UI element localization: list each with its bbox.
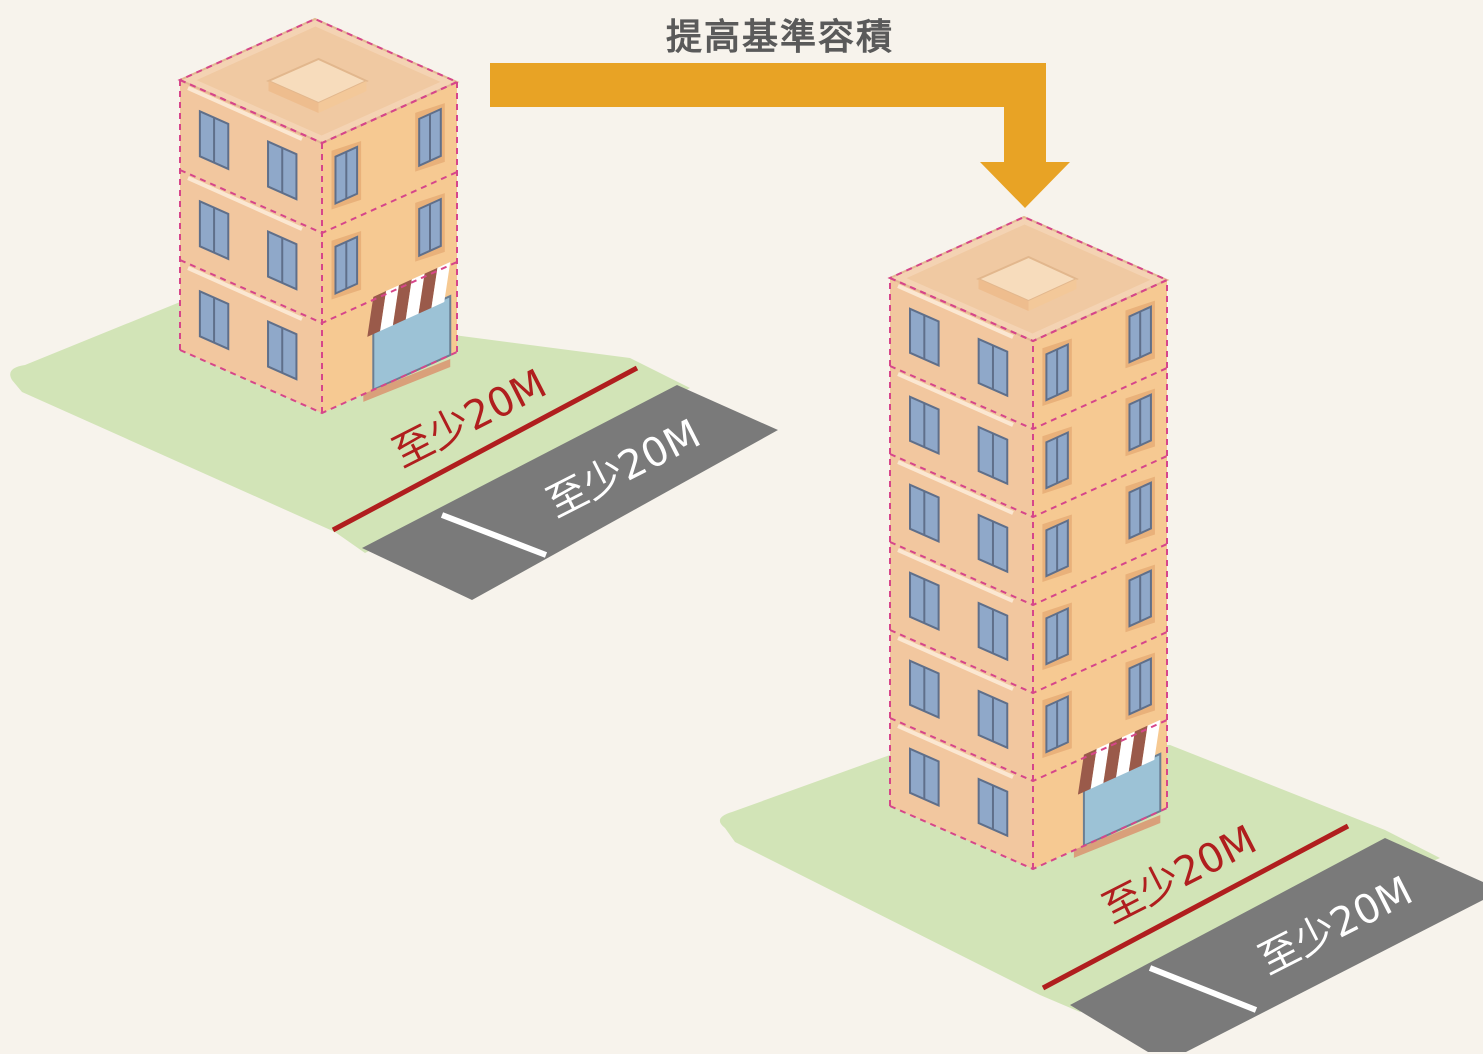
awning-stripe	[418, 267, 438, 314]
awning-stripe	[380, 285, 399, 332]
awning-stripe	[1090, 743, 1110, 789]
facade-band	[187, 86, 303, 141]
building-before	[177, 17, 460, 415]
facade-band	[897, 548, 1014, 603]
floor-outline	[889, 541, 1168, 607]
facade-band	[897, 372, 1014, 427]
before-scene: 至少20M 至少20M	[10, 17, 778, 600]
roof-structure-side	[978, 279, 1029, 311]
site-lot	[719, 745, 1440, 1012]
building-after	[887, 215, 1170, 871]
awning-stripe	[1103, 737, 1123, 784]
floor-outline	[179, 79, 458, 145]
road-lane-marking	[440, 512, 548, 558]
road	[362, 385, 778, 600]
awning-stripe	[1116, 731, 1135, 778]
road	[1070, 838, 1483, 1052]
awning-stripe	[367, 291, 387, 337]
arrow-icon	[490, 63, 1070, 208]
road-lane-marking	[1148, 965, 1258, 1013]
roof-structure-side	[268, 81, 319, 113]
facade-band	[897, 284, 1014, 339]
after-scene: 至少20M 至少20M	[719, 215, 1483, 1052]
facade-band	[187, 266, 303, 321]
floor-outline	[889, 629, 1168, 695]
doorstep	[1073, 815, 1161, 858]
facade-band	[187, 176, 303, 231]
roof-structure-side	[1028, 279, 1077, 311]
awning-stripe	[1077, 748, 1097, 795]
facade-band	[897, 636, 1014, 691]
site-lot	[10, 300, 691, 553]
awning-stripe	[392, 279, 412, 326]
doorstep	[363, 359, 451, 402]
frontage-line	[331, 365, 639, 533]
floor-outline	[889, 805, 1168, 871]
facade-band	[897, 460, 1014, 515]
floor-outline	[179, 349, 458, 415]
frontage-line	[1041, 823, 1350, 991]
floor-outline	[889, 717, 1168, 783]
floor-outline	[179, 169, 458, 235]
floor-outline	[889, 453, 1168, 519]
awning-stripe	[1141, 719, 1161, 766]
awning-stripe	[1128, 725, 1148, 772]
floor-outline	[889, 365, 1168, 431]
floor-outline	[179, 259, 458, 325]
awning-stripe	[431, 262, 451, 308]
facade-band	[897, 724, 1014, 779]
floor-outline	[889, 277, 1168, 343]
diagram-title: 提高基準容積	[665, 17, 894, 58]
roof-structure-side	[318, 81, 367, 113]
awning-stripe	[405, 273, 425, 320]
